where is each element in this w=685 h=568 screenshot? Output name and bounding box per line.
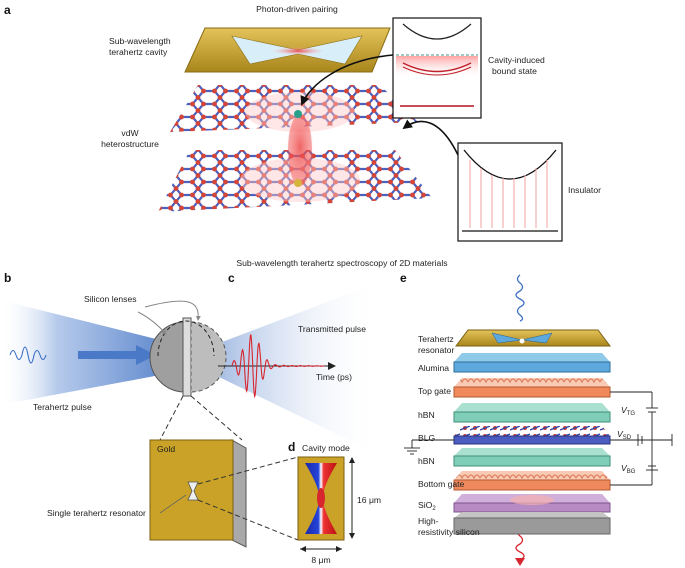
layer-label-resonator: resonator — [418, 345, 454, 355]
sio2-subscript: 2 — [432, 506, 436, 512]
terahertz-pulse-label: Terahertz pulse — [33, 402, 92, 412]
panel-e-letter: e — [400, 271, 407, 285]
layer-label-blg: BLG — [418, 433, 436, 443]
bound-state-inset — [392, 17, 482, 119]
gold-chip — [149, 439, 247, 548]
silicon-lenses-label: Silicon lenses — [84, 294, 137, 304]
panel-a-title: Photon-driven pairing — [256, 4, 338, 14]
layer-label-top-gate: Top gate — [418, 386, 451, 396]
layer-label-sio2: SiO2 — [418, 500, 436, 512]
insulator-label: Insulator — [568, 185, 601, 195]
panel-c-letter: c — [228, 271, 235, 285]
layer-label-alumina: Alumina — [418, 363, 449, 373]
section-title: Sub-wavelength terahertz spectroscopy of… — [236, 258, 447, 268]
panel-b: b Silicon lenses Terahertz pulse Gold Si… — [0, 271, 380, 548]
transmitted-pulse-label: Transmitted pulse — [298, 324, 366, 334]
panel-d-letter: d — [288, 440, 295, 454]
panel-b-letter: b — [4, 271, 11, 285]
time-axis-label: Time (ps) — [316, 372, 352, 382]
bound-state-line1: Cavity-induced — [488, 55, 545, 65]
layer-label-silicon: resistivity silicon — [418, 527, 480, 537]
v-tg-subscript: TG — [627, 411, 636, 417]
cavity-mode-title: Cavity mode — [302, 443, 350, 453]
insulator-inset — [457, 142, 563, 242]
height-dim-label: 16 μm — [357, 495, 381, 505]
panel-a-letter: a — [4, 3, 11, 17]
v-tg-label: VTG — [621, 405, 635, 417]
layer-label-hbn-2: hBN — [418, 456, 435, 466]
bound-state-arrow — [300, 54, 394, 106]
terahertz-cavity — [184, 27, 391, 73]
panel-d: d Cavity mode 16 μm 8 μm — [288, 440, 381, 565]
vdw-heterostructure — [158, 85, 432, 212]
layer-label-bottom-gate: Bottom gate — [418, 479, 465, 489]
transmitted-pulse-trace — [231, 334, 325, 399]
cavity-mode-map — [297, 456, 345, 541]
panel-a: a Photon-driven pairing Sub-wavelength t… — [4, 3, 601, 242]
cavity-label-line2: terahertz cavity — [109, 47, 168, 57]
bias-circuit — [404, 391, 673, 486]
panel-c: c Transmitted pulse Time (ps) — [218, 271, 366, 399]
device-stack — [453, 329, 611, 535]
v-sd-label: VSD — [617, 429, 632, 441]
single-resonator-label: Single terahertz resonator — [47, 508, 146, 518]
width-dim-label: 8 μm — [311, 555, 330, 565]
cavity-label-line1: Sub-wavelength — [109, 36, 171, 46]
v-bg-subscript: BG — [627, 469, 636, 475]
v-bg-label: VBG — [621, 463, 636, 475]
v-sd-subscript: SD — [623, 435, 632, 441]
bound-state-line2: bound state — [492, 66, 537, 76]
vdw-label-line1: vdW — [121, 128, 139, 138]
vdw-label-line2: heterostructure — [101, 139, 159, 149]
layer-label-hbn-1: hBN — [418, 410, 435, 420]
gold-label: Gold — [157, 444, 175, 454]
insulator-arrow — [402, 119, 459, 156]
layer-label-terahertz: Terahertz — [418, 334, 454, 344]
layer-label-high: High- — [418, 516, 439, 526]
panel-e: e — [400, 271, 673, 566]
